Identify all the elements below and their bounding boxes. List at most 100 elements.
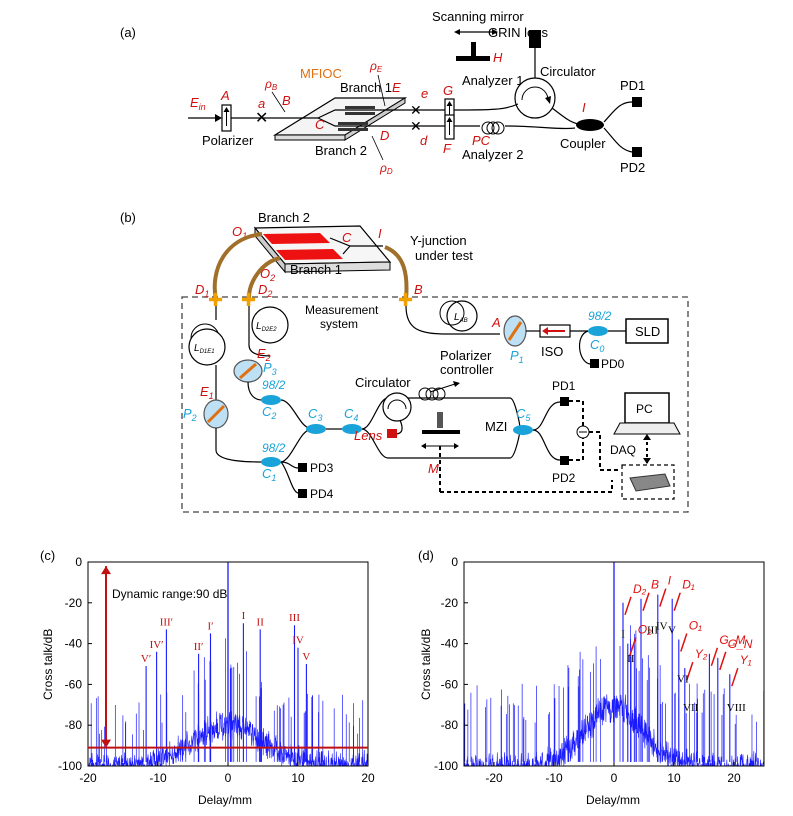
svg-text:PD4: PD4: [310, 487, 334, 501]
peak-label: IV′: [150, 639, 164, 651]
roman-label: I: [621, 628, 625, 640]
peak-label: V′: [141, 653, 151, 665]
peak-label: O₁: [689, 619, 702, 633]
svg-text:ISO: ISO: [541, 344, 563, 359]
x-tick-label: -20: [79, 771, 97, 785]
svg-text:E2: E2: [257, 346, 271, 363]
analyzer2-label: Analyzer 2: [462, 147, 523, 162]
pd1-b: [560, 397, 569, 406]
svg-text:Y-junction: Y-junction: [410, 233, 467, 248]
svg-text:D2: D2: [258, 282, 272, 299]
svg-text:a: a: [258, 96, 265, 111]
panel-a-tag: (a): [120, 25, 136, 40]
svg-text:C: C: [315, 117, 325, 132]
peak-label: Y₂: [695, 647, 708, 661]
svg-text:98/2: 98/2: [588, 309, 612, 323]
peak-arrow: [673, 592, 681, 611]
peak-label: IV: [292, 635, 304, 647]
svg-text:G: G: [443, 83, 453, 98]
peak-arrow: [731, 667, 739, 687]
peak-arrow: [719, 651, 727, 671]
svg-text:Circulator: Circulator: [355, 375, 411, 390]
y-tick-label: -100: [58, 759, 82, 773]
coupler-a: [576, 119, 604, 131]
roman-label: IV: [656, 620, 668, 632]
peak-arrow: [659, 588, 667, 607]
chart-d-xlabel: Delay/mm: [586, 793, 640, 807]
svg-text:PD2: PD2: [552, 471, 576, 485]
y-tick-label: -100: [434, 759, 458, 773]
svg-text:H: H: [493, 50, 503, 65]
scanning-mirror-b: [437, 412, 443, 428]
analyzer1-label: Analyzer 1: [462, 73, 523, 88]
peak-label: B: [651, 578, 659, 592]
peak-label: Y₁: [740, 653, 752, 667]
x-tick-label: 10: [667, 771, 681, 785]
svg-text:SLD: SLD: [635, 324, 660, 339]
measurement-system-box: [181, 296, 689, 513]
panel-b-tag: (b): [120, 210, 136, 225]
peak-label: I: [668, 574, 672, 588]
svg-text:P1: P1: [510, 348, 524, 365]
peak-arrow: [710, 647, 719, 667]
svg-text:DAQ: DAQ: [610, 443, 636, 457]
chart-c-ylabel: Cross talk/dB: [41, 629, 55, 700]
x-tick-label: 0: [611, 771, 618, 785]
x-tick-label: 0: [225, 771, 232, 785]
svg-text:C: C: [342, 230, 352, 245]
peak-label: O₂: [638, 623, 652, 637]
svg-text:D: D: [380, 128, 389, 143]
grin-lens: [529, 30, 541, 48]
y-tick-label: 0: [451, 555, 458, 569]
svg-text:Measurement: Measurement: [305, 303, 379, 317]
mfioc-label: MFIOC: [300, 66, 342, 81]
chart-c-annotation: Dynamic range:90 dB: [112, 587, 227, 601]
sld-source: [625, 318, 669, 344]
roman-label: VII: [683, 702, 699, 714]
x-tick-label: -10: [149, 771, 167, 785]
svg-text:Lens: Lens: [354, 428, 383, 443]
svg-text:C3: C3: [308, 406, 322, 423]
peak-arrow: [624, 596, 632, 616]
roman-label: III: [647, 624, 658, 636]
y-tick-label: -60: [441, 677, 459, 691]
svg-text:✚: ✚: [208, 290, 223, 310]
circulator-b: [382, 392, 412, 422]
svg-text:Branch 1: Branch 1: [290, 262, 342, 277]
coupler-c0: [588, 326, 608, 336]
svg-text:under test: under test: [415, 248, 473, 263]
peak-arrow: [642, 592, 650, 611]
svg-text:O2: O2: [260, 266, 275, 283]
scanning-mirror-label: Scanning mirror: [432, 9, 524, 24]
peak-label: G_N: [728, 637, 753, 651]
svg-text:LAB: LAB: [454, 312, 468, 324]
pd3: [298, 463, 307, 472]
e-in-label: Ein: [190, 95, 206, 112]
svg-text:Polarizer: Polarizer: [440, 348, 492, 363]
svg-text:D1: D1: [195, 282, 209, 299]
svg-text:B: B: [414, 282, 423, 297]
y-tick-label: -20: [65, 596, 83, 610]
svg-text:E: E: [392, 80, 401, 95]
grin-lens-label: GRIN lens: [488, 25, 548, 40]
svg-text:C0: C0: [590, 337, 604, 354]
fiber-reel-d1e1: [188, 328, 226, 366]
peak-arrow: [680, 633, 688, 652]
svg-text:e: e: [421, 86, 428, 101]
svg-text:Branch 2: Branch 2: [258, 210, 310, 225]
chart-d-ylabel: Cross talk/dB: [419, 629, 433, 700]
roman-label: VI: [677, 673, 689, 685]
svg-text:98/2: 98/2: [262, 378, 286, 392]
daq-device: [629, 473, 671, 492]
y-tick-label: -80: [441, 718, 459, 732]
svg-text:PD2: PD2: [620, 160, 645, 175]
chart-c-xlabel: Delay/mm: [198, 793, 252, 807]
svg-text:I: I: [378, 226, 382, 241]
coupler-c4: [342, 424, 362, 434]
peak-label: III′: [160, 616, 173, 628]
svg-text:P3: P3: [263, 360, 277, 377]
peak-arrow: [629, 637, 637, 656]
y-tick-label: -40: [441, 637, 459, 651]
